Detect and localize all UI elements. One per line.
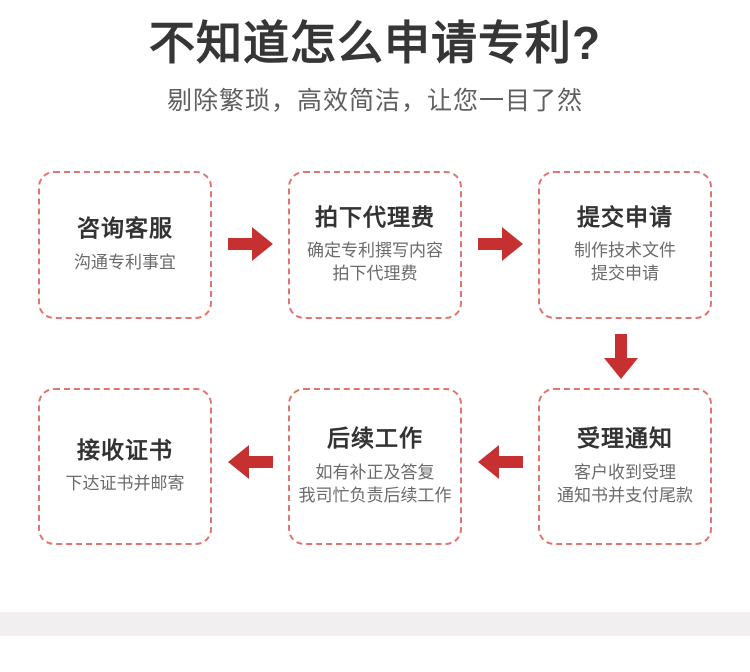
flow-step-title: 提交申请: [577, 203, 673, 230]
flow-step-title: 咨询客服: [77, 215, 173, 242]
flow-step-desc-line1: 客户收到受理: [574, 462, 676, 482]
flow-step-card-1[interactable]: 咨询客服 沟通专利事宜: [38, 171, 212, 319]
arrow-right-icon: [478, 223, 524, 265]
flow-step-desc-line2: 通知书并支付尾款: [557, 485, 693, 505]
flow-step-desc-line2: 拍下代理费: [332, 264, 418, 284]
arrow-right-icon: [228, 223, 274, 265]
flow-step-desc-line1: 下达证书并邮寄: [65, 474, 185, 494]
process-flow-diagram: 咨询客服 沟通专利事宜 拍下代理费 确定专利撰写内容 拍下代理费 提交申请 制作…: [0, 160, 750, 560]
flow-step-desc-line2: 我司忙负责后续工作: [298, 485, 452, 505]
flow-step-desc-line2: 提交申请: [591, 264, 659, 284]
flow-step-desc-line1: 如有补正及答复: [315, 462, 435, 482]
flow-step-card-2[interactable]: 拍下代理费 确定专利撰写内容 拍下代理费: [288, 171, 462, 319]
page-title: 不知道怎么申请专利?: [148, 17, 602, 69]
flow-step-desc-line1: 沟通专利事宜: [74, 252, 176, 272]
flow-step-title: 后续工作: [327, 425, 423, 452]
arrow-left-icon: [228, 441, 274, 483]
flow-step-desc-line1: 制作技术文件: [574, 241, 676, 261]
flow-step-card-6[interactable]: 接收证书 下达证书并邮寄: [38, 388, 212, 545]
flow-step-title: 受理通知: [577, 425, 673, 452]
flow-step-title: 拍下代理费: [315, 203, 435, 230]
flow-step-card-3[interactable]: 提交申请 制作技术文件 提交申请: [538, 171, 712, 319]
flow-step-card-5[interactable]: 后续工作 如有补正及答复 我司忙负责后续工作: [288, 388, 462, 545]
flow-step-desc-line1: 确定专利撰写内容: [307, 241, 443, 261]
flow-step-title: 接收证书: [77, 436, 173, 463]
arrow-left-icon: [478, 441, 524, 483]
header: 不知道怎么申请专利? 剔除繁琐，高效简洁，让您一目了然: [0, 0, 750, 116]
footer-divider-band: [0, 612, 750, 636]
flow-step-card-4[interactable]: 受理通知 客户收到受理 通知书并支付尾款: [538, 388, 712, 545]
page-subtitle: 剔除繁琐，高效简洁，让您一目了然: [166, 87, 583, 116]
arrow-down-icon: [600, 334, 642, 380]
